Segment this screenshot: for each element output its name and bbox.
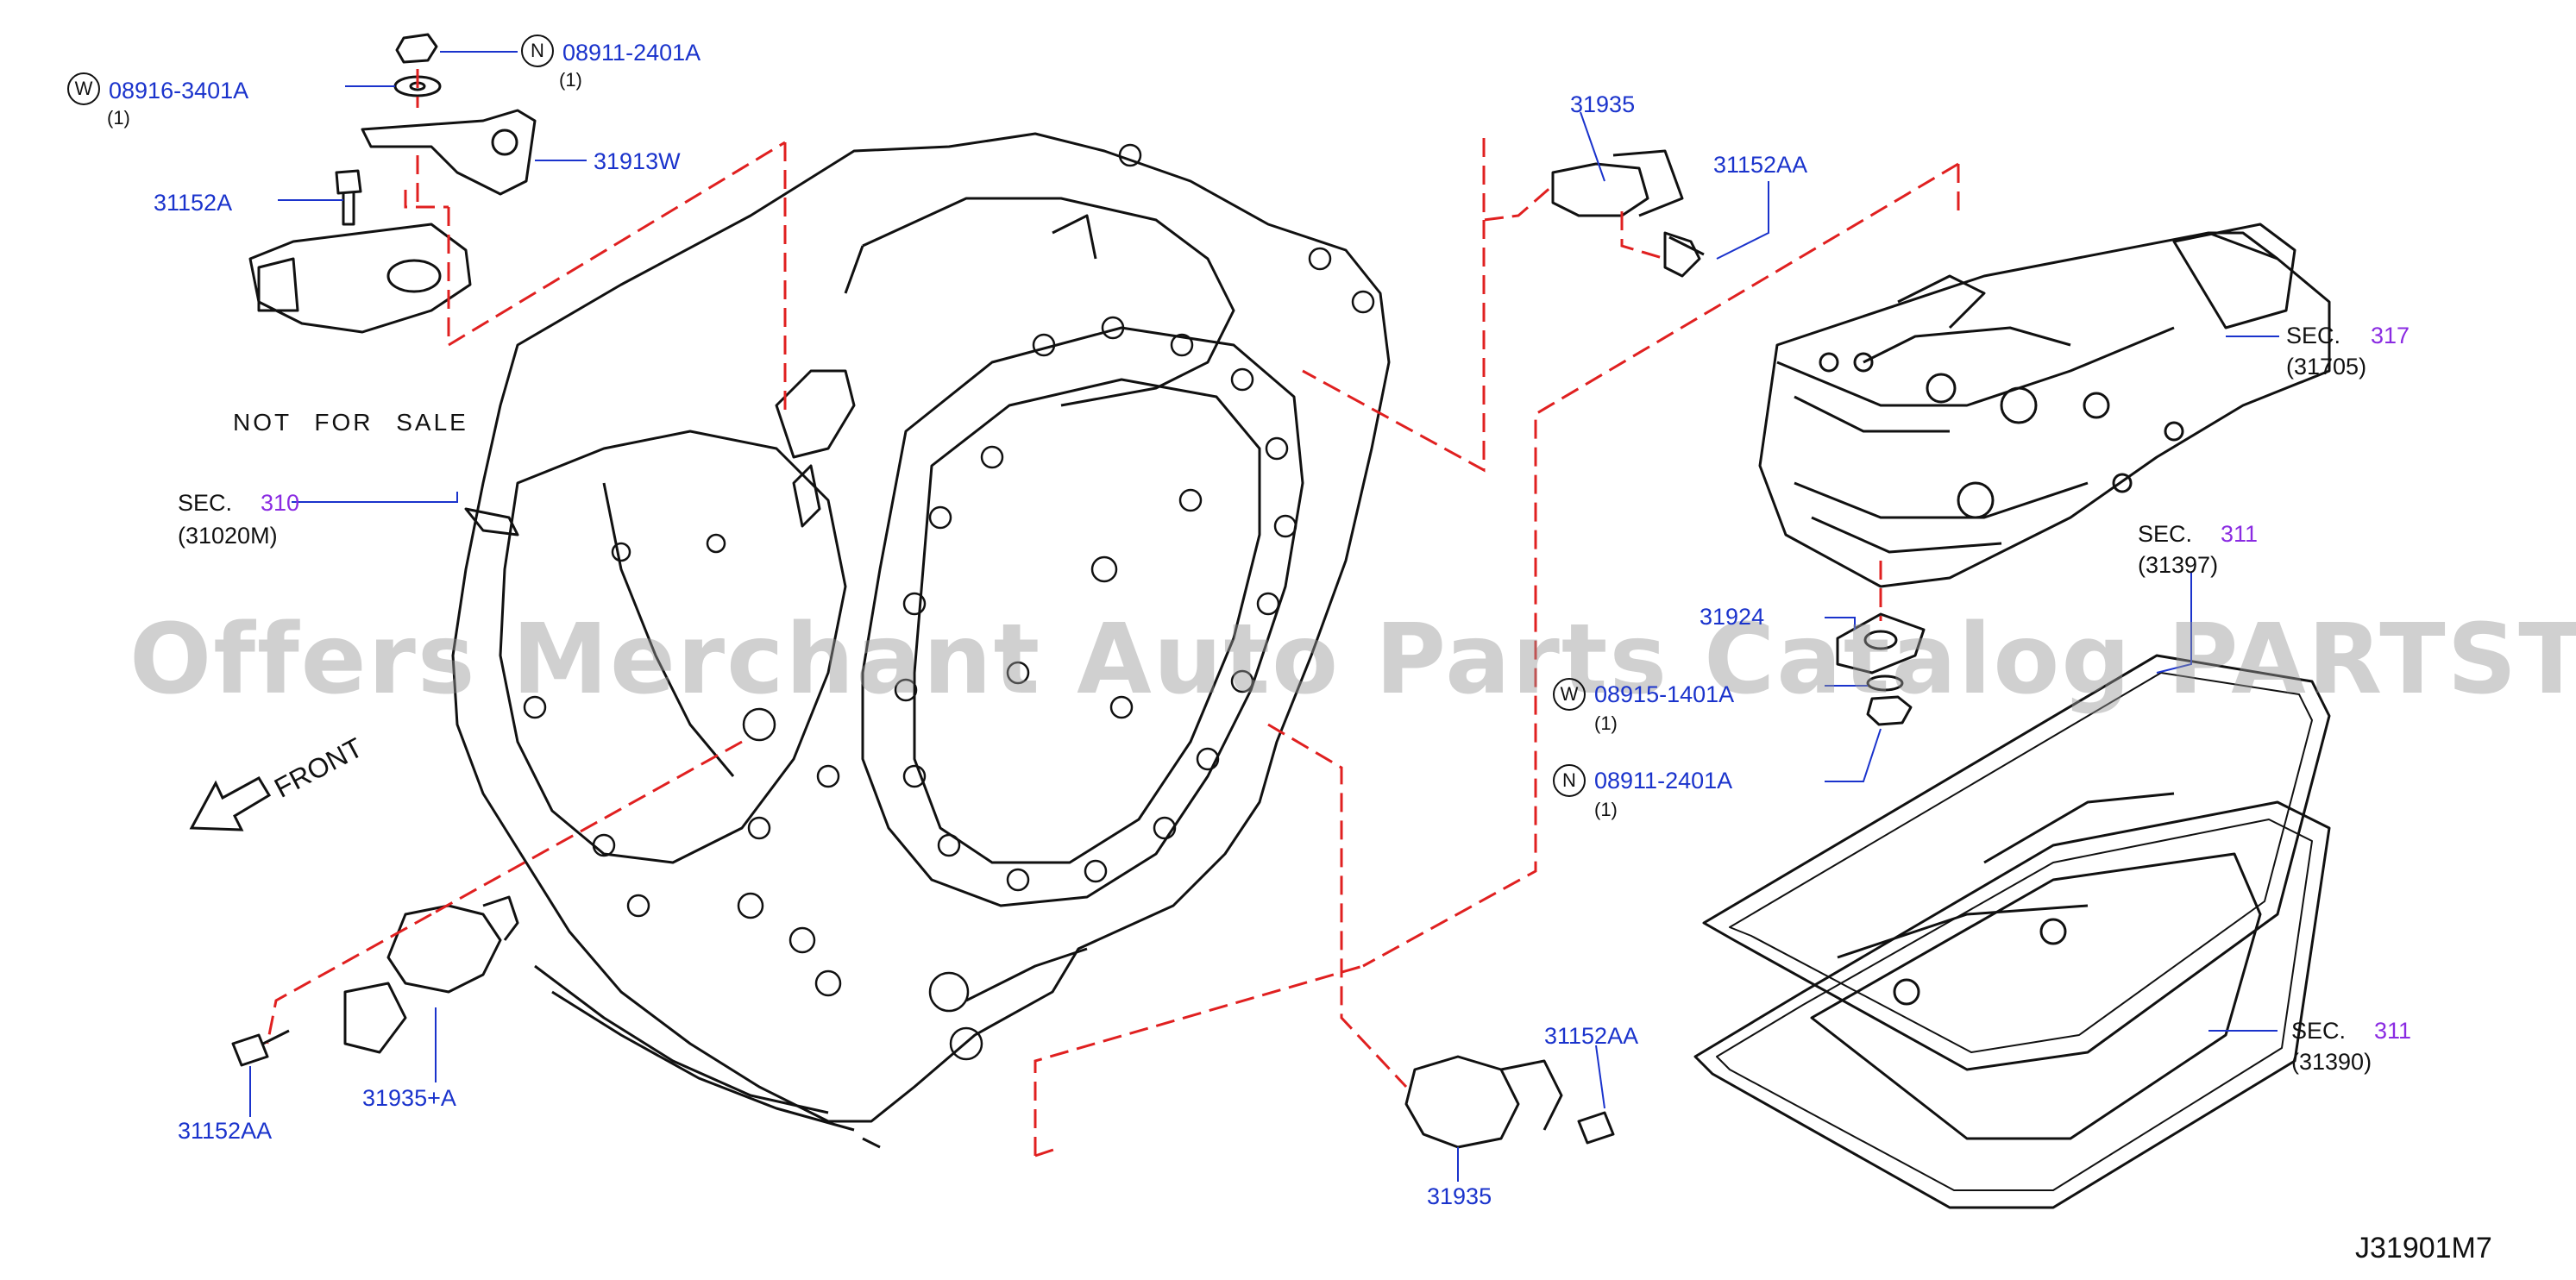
part-31152AA-top[interactable]: 31152AA xyxy=(1713,152,1808,178)
leader-lines xyxy=(249,51,2279,1182)
transmission-case-illustration xyxy=(451,132,1391,1149)
small-parts-illustrations xyxy=(231,33,1926,1149)
sec-317-sub: (31705) xyxy=(2286,354,2367,380)
sec-310-prefix: SEC. xyxy=(178,490,233,516)
washer-mid-code-circle: W xyxy=(1553,678,1586,711)
part-31152AA-bottom[interactable]: 31152AA xyxy=(1544,1023,1639,1049)
part-31152A[interactable]: 31152A xyxy=(154,190,233,216)
sec-311a-link[interactable]: 311 xyxy=(2221,521,2259,547)
sec-310-link[interactable]: 310 xyxy=(261,490,300,516)
part-08916-qty: (1) xyxy=(107,107,130,129)
part-08915-qty: (1) xyxy=(1594,712,1618,734)
sec-311b-link[interactable]: 311 xyxy=(2374,1018,2412,1044)
part-08911-top-qty: (1) xyxy=(559,69,582,91)
part-08911-2401A-mid[interactable]: 08911-2401A xyxy=(1594,768,1733,794)
nut-code-circle: N xyxy=(521,35,554,67)
oil-pan-illustration xyxy=(1693,654,2331,1209)
part-31935-top[interactable]: 31935 xyxy=(1570,91,1636,117)
sec-311a-prefix: SEC. xyxy=(2138,521,2193,547)
sec-317-prefix: SEC. xyxy=(2286,323,2341,348)
sec-311a-sub: (31397) xyxy=(2138,552,2219,578)
sec-310-sub: (31020M) xyxy=(178,523,278,549)
part-31924[interactable]: 31924 xyxy=(1700,604,1765,630)
part-08915-1401A[interactable]: 08915-1401A xyxy=(1594,681,1735,707)
part-31935-A[interactable]: 31935+A xyxy=(362,1085,456,1111)
part-08911-2401A-top[interactable]: 08911-2401A xyxy=(562,40,701,66)
diagram-code: J31901M7 xyxy=(2355,1232,2492,1264)
washer-code-circle: W xyxy=(67,72,100,105)
red-dashed-alignment-lines xyxy=(266,69,1960,1158)
part-31913W[interactable]: 31913W xyxy=(594,148,681,174)
nut-mid-code-circle: N xyxy=(1553,764,1586,797)
part-08916-3401A[interactable]: 08916-3401A xyxy=(109,78,249,104)
part-31935-bottom[interactable]: 31935 xyxy=(1427,1183,1492,1209)
sec-317-link[interactable]: 317 xyxy=(2371,323,2410,348)
part-08911-mid-qty: (1) xyxy=(1594,799,1618,820)
part-31152AA-left[interactable]: 31152AA xyxy=(178,1118,273,1144)
sec-311b-prefix: SEC. xyxy=(2291,1018,2347,1044)
valve-body-illustration xyxy=(1758,223,2331,588)
not-for-sale-note: NOT FOR SALE xyxy=(233,409,468,436)
front-arrow-icon xyxy=(189,775,272,831)
sec-311b-sub: (31390) xyxy=(2291,1049,2372,1075)
